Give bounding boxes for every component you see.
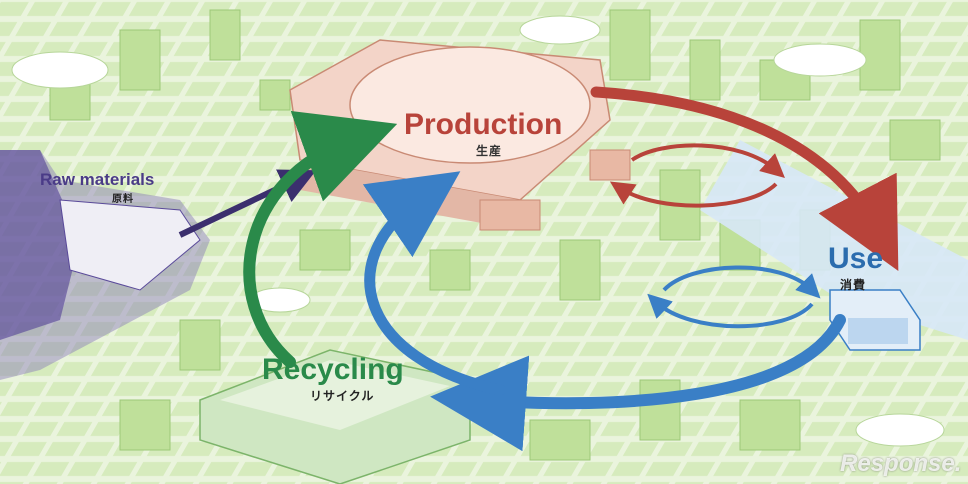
production-loop-arrow-bottom <box>609 181 778 208</box>
raw-materials-title: Raw materials <box>40 170 155 189</box>
use-to-recycling-arrow <box>430 314 846 452</box>
recycling-title: Recycling <box>262 353 404 386</box>
use-subtitle: 消費 <box>840 278 867 292</box>
raw-materials-label: Raw materials 原料 <box>40 170 154 205</box>
recycling-to-production-arrow <box>243 110 398 368</box>
quarry <box>0 150 210 380</box>
use-title: Use <box>828 242 884 275</box>
production-to-use-arrow <box>590 86 899 271</box>
use-label: Use 消費 <box>828 242 883 293</box>
recycling-to-production-blue-arrow <box>362 171 506 396</box>
factory <box>289 39 631 231</box>
production-label: Production 生産 <box>404 108 562 159</box>
store <box>829 289 921 351</box>
production-title: Production <box>404 108 563 141</box>
production-subtitle: 生産 <box>476 144 503 158</box>
use-loop-arrow-top <box>662 265 821 299</box>
clouds <box>11 15 945 447</box>
recycling-plant <box>199 349 471 484</box>
watermark-logo: Response. <box>840 450 962 477</box>
production-loop-arrow-top <box>630 143 785 178</box>
recycling-label: Recycling リサイクル <box>262 353 404 404</box>
use-loop-arrow-bottom <box>647 293 814 329</box>
raw-materials-subtitle: 原料 <box>112 194 134 205</box>
recycling-subtitle: リサイクル <box>310 389 375 403</box>
